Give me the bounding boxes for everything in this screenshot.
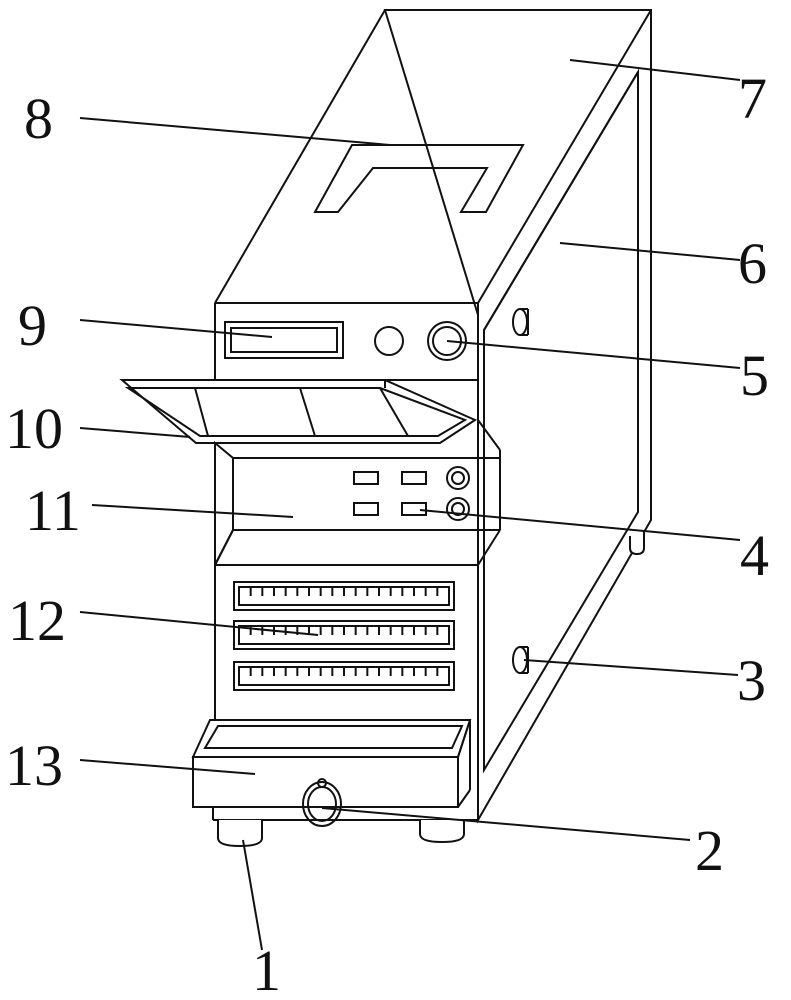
leader-11	[92, 505, 293, 517]
callout-10: 10	[5, 396, 63, 461]
leader-7	[570, 60, 740, 80]
leader-12	[80, 612, 318, 635]
usb-port	[354, 503, 378, 515]
leader-8	[80, 118, 390, 145]
small-knob	[375, 327, 403, 355]
callout-5: 5	[740, 343, 769, 408]
side-bolt-upper	[513, 309, 527, 335]
callout-6: 6	[738, 231, 767, 296]
usb-port	[402, 503, 426, 515]
callout-12: 12	[8, 588, 66, 653]
callout-9: 9	[18, 293, 47, 358]
top-handle	[315, 145, 523, 212]
side-panel-recess	[484, 72, 638, 770]
callout-labels: 1 2 3 4 5 6 7 8 9 10 11 12 13	[5, 66, 769, 1000]
callout-2: 2	[695, 818, 724, 883]
usb-port	[402, 472, 426, 484]
leader-5	[447, 341, 740, 368]
round-jack	[447, 467, 469, 489]
callout-4: 4	[740, 523, 769, 588]
foot-back-right	[630, 530, 644, 554]
foot-front-left	[218, 820, 262, 846]
callout-7: 7	[738, 66, 767, 131]
foot-front-right	[420, 820, 464, 842]
leader-4	[420, 510, 740, 540]
callout-1: 1	[252, 938, 281, 1000]
usb-port	[354, 472, 378, 484]
side-bolts	[513, 309, 528, 673]
leader-2	[322, 808, 690, 840]
leader-lines	[80, 60, 740, 950]
callout-13: 13	[5, 733, 63, 798]
round-jack	[447, 498, 469, 520]
leader-1	[243, 840, 262, 950]
callout-11: 11	[25, 478, 81, 543]
leader-10	[80, 428, 190, 437]
fold-out-tray	[122, 380, 475, 443]
leader-3	[524, 660, 738, 675]
callout-8: 8	[24, 86, 53, 151]
callout-3: 3	[737, 648, 766, 713]
